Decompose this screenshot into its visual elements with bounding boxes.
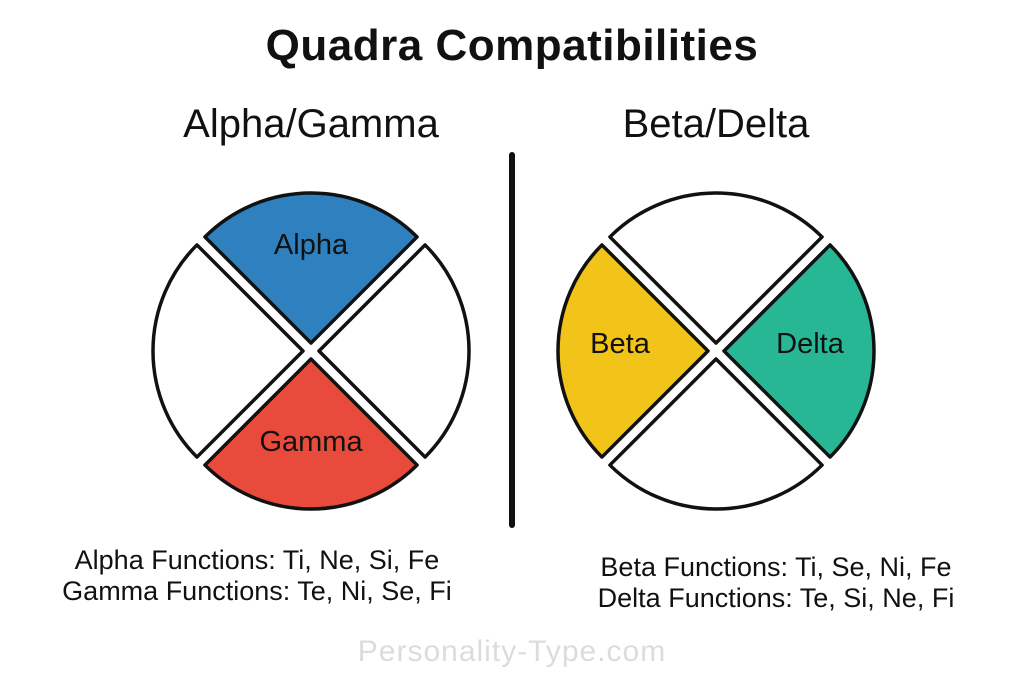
- delta-sector: [722, 243, 876, 459]
- empty-sector-bottom: [608, 357, 824, 511]
- alpha-gamma-wheel: Alpha Gamma: [151, 191, 471, 511]
- alpha-gamma-heading: Alpha/Gamma: [183, 102, 439, 146]
- beta-sector: [556, 243, 710, 459]
- gamma-sector: [203, 357, 419, 511]
- beta-functions-line: Beta Functions: Ti, Se, Ni, Fe: [600, 552, 952, 582]
- beta-delta-functions: Beta Functions: Ti, Se, Ni, Fe Delta Fun…: [516, 552, 1024, 614]
- vertical-divider: [509, 152, 515, 528]
- alpha-sector-label: Alpha: [274, 229, 349, 261]
- page-title: Quadra Compatibilities: [265, 21, 759, 70]
- empty-sector-top: [608, 191, 824, 345]
- alpha-sector: [203, 191, 419, 345]
- empty-sector-left: [151, 243, 305, 459]
- site-watermark: Personality-Type.com: [357, 635, 667, 668]
- delta-sector-label: Delta: [776, 328, 845, 360]
- empty-sector-right: [317, 243, 471, 459]
- beta-delta-heading: Beta/Delta: [622, 102, 810, 146]
- gamma-functions-line: Gamma Functions: Te, Ni, Se, Fi: [62, 576, 452, 606]
- alpha-gamma-functions: Alpha Functions: Ti, Ne, Si, Fe Gamma Fu…: [0, 545, 517, 607]
- beta-sector-label: Beta: [590, 328, 651, 360]
- gamma-sector-label: Gamma: [259, 426, 363, 458]
- delta-functions-line: Delta Functions: Te, Si, Ne, Fi: [597, 583, 955, 613]
- alpha-functions-line: Alpha Functions: Ti, Ne, Si, Fe: [74, 545, 440, 575]
- beta-delta-wheel: Beta Delta: [556, 191, 876, 511]
